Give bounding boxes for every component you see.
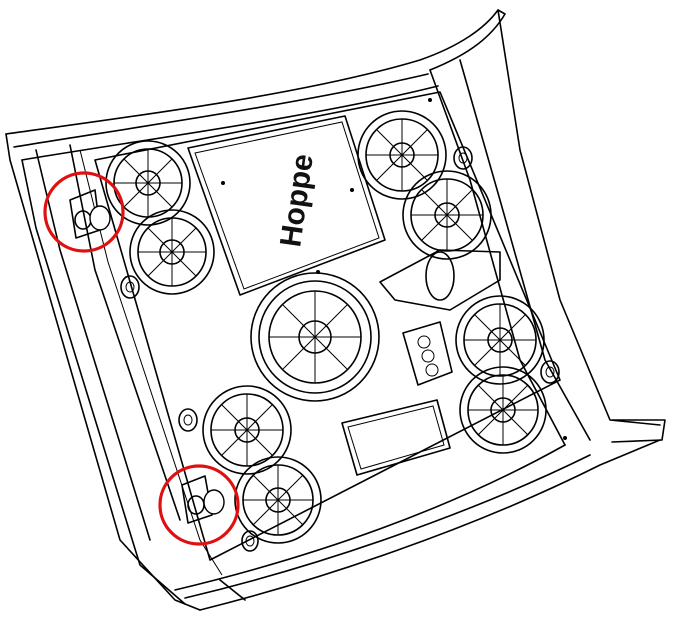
speaker-top-left-2: [129, 209, 215, 295]
speaker-bottom-left-2: [234, 456, 322, 544]
speaker-top-right-1: [357, 110, 447, 200]
mount-boss-left-low: [178, 408, 198, 432]
screw-dots: [221, 98, 567, 440]
tweeter-housing: [379, 249, 501, 311]
logo-plate: Hoppe: [187, 115, 386, 296]
speaker-right-mid: [455, 295, 545, 385]
mount-boss-bottom: [241, 530, 259, 552]
speaker-top-left-1: [105, 140, 191, 226]
tray-outer-frame: [5, 9, 666, 611]
clip-mount-upper: [69, 189, 111, 239]
speaker-bottom-left-1: [202, 385, 292, 475]
mount-boss-right: [453, 146, 473, 170]
control-panel: [402, 321, 453, 386]
mount-boss-left-top: [120, 275, 140, 299]
highlight-circle-upper: [43, 171, 125, 253]
mount-boss-right-low: [540, 360, 560, 384]
clip-mount-lower: [181, 475, 225, 524]
subwoofer-center: [250, 272, 380, 402]
speaker-right-low: [459, 366, 547, 454]
speaker-top-right-2: [402, 170, 492, 260]
logo-text: Hoppe: [274, 152, 320, 249]
highlight-circle-lower: [158, 464, 240, 546]
display-window: [341, 399, 451, 476]
